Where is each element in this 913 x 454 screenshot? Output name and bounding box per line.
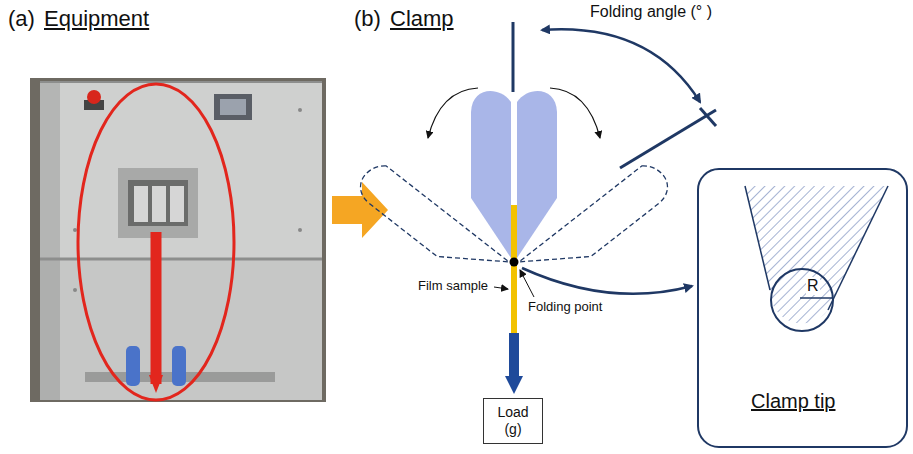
angle-label: Folding angle (° ) xyxy=(590,3,712,21)
transition-arrow xyxy=(332,182,388,238)
detail-box: Clamp tip R xyxy=(697,168,908,448)
node-text: R xyxy=(806,277,820,295)
node-text: Load (g) xyxy=(491,404,535,438)
part-label: Film sample xyxy=(418,279,488,294)
panel-letter: (b) xyxy=(354,6,381,31)
panel-title: Equipment xyxy=(44,6,149,31)
load-box: Load (g) xyxy=(483,398,543,444)
clamp-drawing xyxy=(353,22,716,380)
radius-circle: R xyxy=(770,268,834,332)
node-text: Clamp tip xyxy=(751,390,835,413)
part-label: Folding point xyxy=(528,300,602,315)
panel-letter: (a) xyxy=(8,6,35,31)
clamp-tip-detail xyxy=(745,186,888,323)
panel-title: Clamp xyxy=(390,6,454,31)
equipment-photo xyxy=(30,78,326,402)
